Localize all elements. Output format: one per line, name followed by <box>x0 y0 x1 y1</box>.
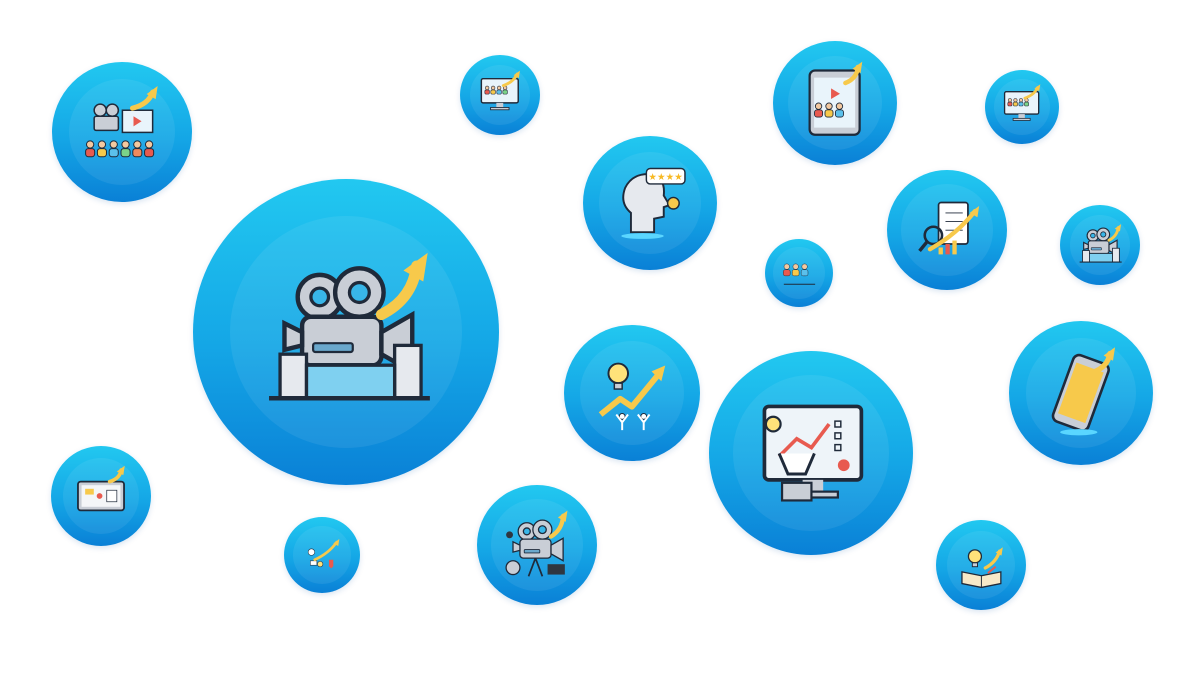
smartphone-growth-icon <box>1009 321 1153 465</box>
bubble-camera-production <box>477 485 597 605</box>
team-icon <box>765 239 833 307</box>
bubble-book-idea <box>936 520 1026 610</box>
bubble-camera-city <box>1060 205 1140 285</box>
bubble-monitor-growth <box>985 70 1059 144</box>
bubble-tablet-chat <box>51 446 151 546</box>
bubble-team <box>765 239 833 307</box>
film-audience-icon <box>52 62 192 202</box>
head-review-icon: ★★★★ <box>583 136 717 270</box>
idea-growth-icon <box>564 325 700 461</box>
tablet-video-icon <box>773 41 897 165</box>
bubble-head-review: ★★★★ <box>583 136 717 270</box>
bubble-smartphone-growth <box>1009 321 1153 465</box>
bubble-film-audience <box>52 62 192 202</box>
bubble-marketing-tools <box>284 517 360 593</box>
monitor-person-icon <box>709 351 913 555</box>
svg-text:★★★★: ★★★★ <box>648 172 683 183</box>
camera-production-icon <box>477 485 597 605</box>
checklist-growth-icon <box>887 170 1007 290</box>
bubble-checklist-growth <box>887 170 1007 290</box>
bubble-monitor-person <box>709 351 913 555</box>
bubble-monitor-audience <box>460 55 540 135</box>
marketing-tools-icon <box>284 517 360 593</box>
tablet-chat-icon <box>51 446 151 546</box>
camera-city-growth-icon <box>193 179 499 485</box>
bubble-camera-city-growth <box>193 179 499 485</box>
monitor-audience-icon <box>460 55 540 135</box>
camera-city-icon <box>1060 205 1140 285</box>
monitor-growth-icon <box>985 70 1059 144</box>
book-idea-icon <box>936 520 1026 610</box>
bubble-idea-growth <box>564 325 700 461</box>
bubble-tablet-video <box>773 41 897 165</box>
